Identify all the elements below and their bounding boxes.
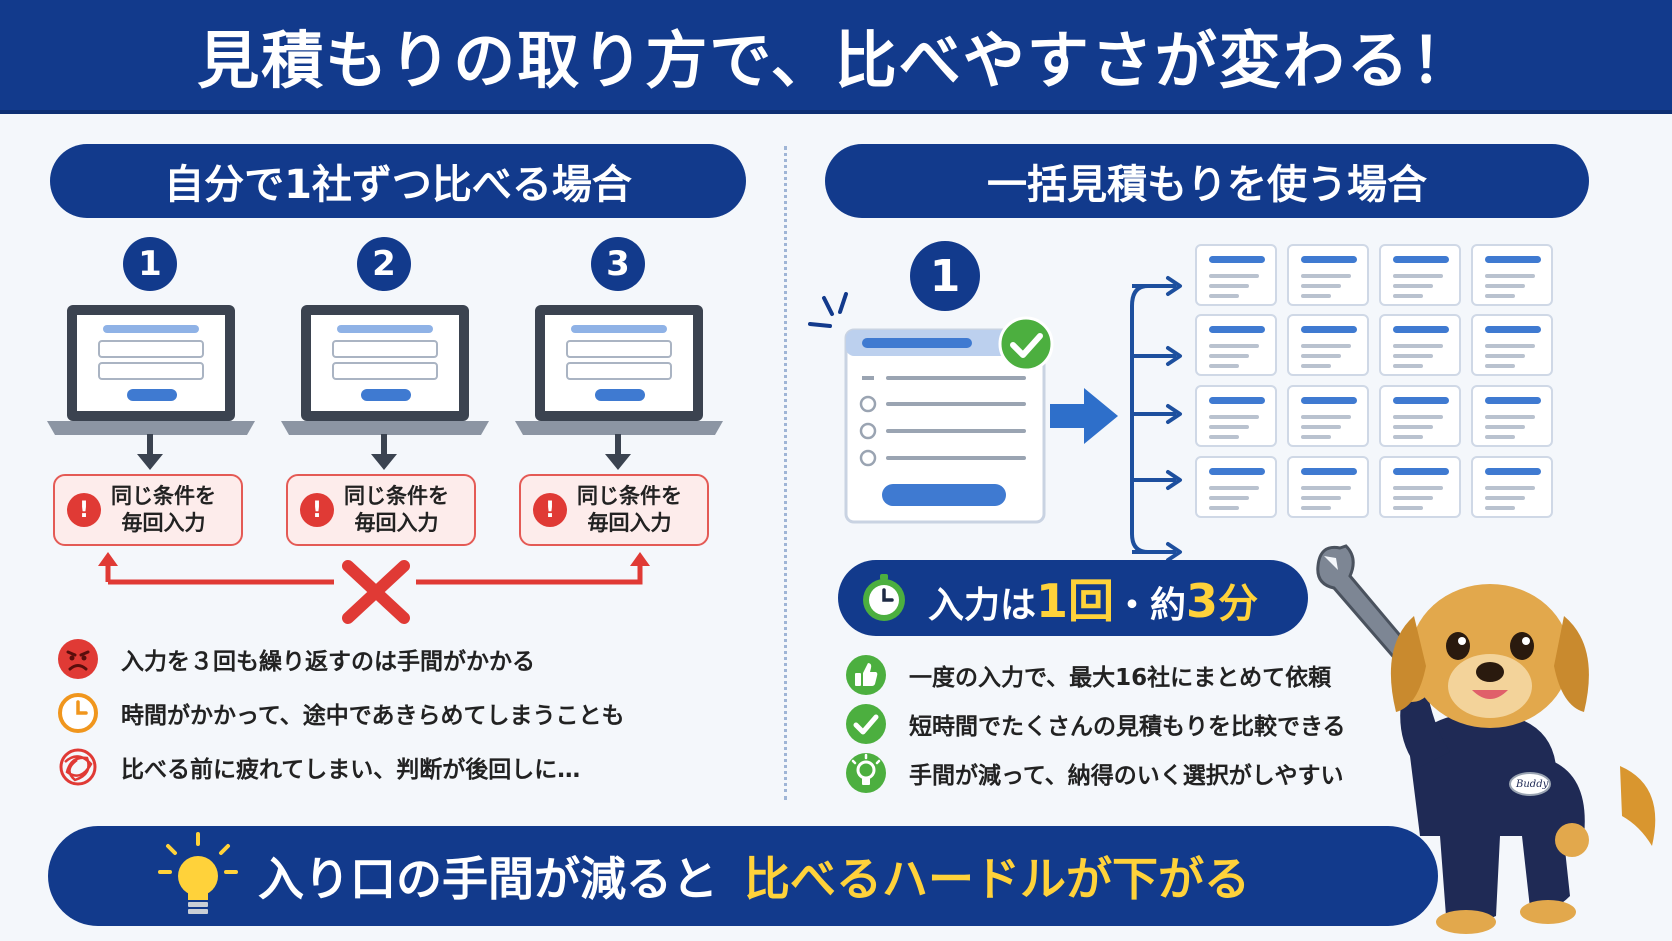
branch-arrows-icon — [1130, 276, 1182, 562]
quote-card — [1471, 456, 1553, 518]
right-bullet-2: 短時間でたくさんの見積もりを比較できる — [845, 703, 1346, 745]
left-bullet-3: 比べる前に疲れてしまい、判断が後回しに… — [57, 746, 580, 788]
tangle-icon — [59, 748, 97, 786]
bullet-text: 比べる前に疲れてしまい、判断が後回しに… — [121, 757, 581, 783]
repeat-input-warning: ! 同じ条件を 毎回入力 — [286, 474, 476, 546]
check-circle-icon — [846, 704, 886, 744]
exclamation-icon: ! — [300, 493, 334, 527]
quote-card — [1471, 244, 1553, 306]
stopwatch-icon — [863, 574, 905, 621]
left-section-title: 自分で1社ずつ比べる場合 — [50, 144, 746, 218]
bullet-text: 手間が減って、納得のいく選択がしやすい — [909, 763, 1344, 789]
quote-card — [1471, 385, 1553, 447]
quote-card — [1379, 314, 1461, 376]
cross-icon — [342, 560, 410, 624]
conclusion-text-highlight: 比べるハードルが下がる — [744, 852, 1250, 906]
thumbs-up-icon — [846, 655, 886, 695]
burst-lines-icon — [808, 292, 848, 328]
warning-line: 毎回入力 — [587, 511, 672, 535]
warning-line: 同じ条件を — [111, 484, 216, 508]
exclamation-icon: ! — [67, 493, 101, 527]
step-badge-1: 1 — [123, 237, 177, 291]
quote-card — [1195, 385, 1277, 447]
arrow-right-icon — [1050, 388, 1118, 444]
quote-card — [1287, 314, 1369, 376]
step-badge-2: 2 — [357, 237, 411, 291]
exclamation-icon: ! — [533, 493, 567, 527]
bullet-text: 一度の入力で、最大16社にまとめて依頼 — [909, 665, 1332, 691]
conclusion-text-white: 入り口の手間が減ると — [258, 852, 718, 906]
quote-card — [1195, 456, 1277, 518]
step-badge-single: 1 — [910, 241, 980, 311]
lightbulb-icon — [846, 753, 886, 793]
header-banner: 見積もりの取り方で、比べやすさが変わる！ — [0, 0, 1672, 114]
right-section-title: 一括見積もりを使う場合 — [825, 144, 1589, 218]
center-divider — [784, 146, 787, 800]
quote-card — [1471, 314, 1553, 376]
left-bullet-2: 時間がかかって、途中であきらめてしまうことも — [57, 692, 624, 734]
page-title: 見積もりの取り方で、比べやすさが変わる！ — [197, 24, 1475, 97]
step-badge-3: 3 — [591, 237, 645, 291]
quote-card — [1379, 385, 1461, 447]
repeat-input-warning: ! 同じ条件を 毎回入力 — [53, 474, 243, 546]
right-bullet-3: 手間が減って、納得のいく選択がしやすい — [845, 752, 1343, 794]
quote-card — [1287, 456, 1369, 518]
bullet-text: 短時間でたくさんの見積もりを比較できる — [909, 714, 1346, 740]
laptop-icon — [281, 305, 489, 435]
warning-line: 毎回入力 — [121, 511, 206, 535]
checkmark-icon — [998, 316, 1054, 372]
quote-card — [1195, 314, 1277, 376]
single-form-icon — [844, 328, 1046, 524]
input-count-value: 1回 — [1036, 574, 1115, 628]
quote-card — [1379, 244, 1461, 306]
quote-card — [1195, 244, 1277, 306]
dog-mechanic-mascot — [1316, 544, 1656, 934]
quote-card — [1287, 385, 1369, 447]
arrow-down-icon — [605, 434, 631, 470]
warning-line: 同じ条件を — [577, 484, 682, 508]
laptop-icon — [47, 305, 255, 435]
bullet-text: 入力を３回も繰り返すのは手間がかかる — [121, 649, 535, 675]
warning-line: 毎回入力 — [354, 511, 439, 535]
speed-label: 入力は — [928, 585, 1037, 626]
speed-separator: ・約 — [1114, 585, 1187, 626]
lightbulb-icon — [158, 832, 238, 914]
repeat-input-warning: ! 同じ条件を 毎回入力 — [519, 474, 709, 546]
mascot-name-badge: Buddy — [1516, 779, 1549, 790]
quote-card — [1379, 456, 1461, 518]
arrow-down-icon — [371, 434, 397, 470]
minutes-unit: 分 — [1218, 581, 1259, 627]
input-speed-badge: 入力は 1回 ・約 3 分 — [838, 560, 1308, 636]
bullet-text: 時間がかかって、途中であきらめてしまうことも — [121, 703, 625, 729]
arrow-down-icon — [137, 434, 163, 470]
right-bullet-1: 一度の入力で、最大16社にまとめて依頼 — [845, 654, 1331, 696]
warning-line: 同じ条件を — [344, 484, 449, 508]
repeat-loop-connector — [98, 552, 650, 585]
conclusion-banner: 入り口の手間が減ると 比べるハードルが下がる — [48, 826, 1438, 926]
quote-card — [1287, 244, 1369, 306]
clock-icon — [58, 693, 98, 733]
left-bullet-1: 入力を３回も繰り返すのは手間がかかる — [57, 638, 535, 680]
input-minutes-value: 3 — [1186, 574, 1219, 628]
angry-face-icon — [58, 639, 98, 679]
laptop-icon — [515, 305, 723, 435]
